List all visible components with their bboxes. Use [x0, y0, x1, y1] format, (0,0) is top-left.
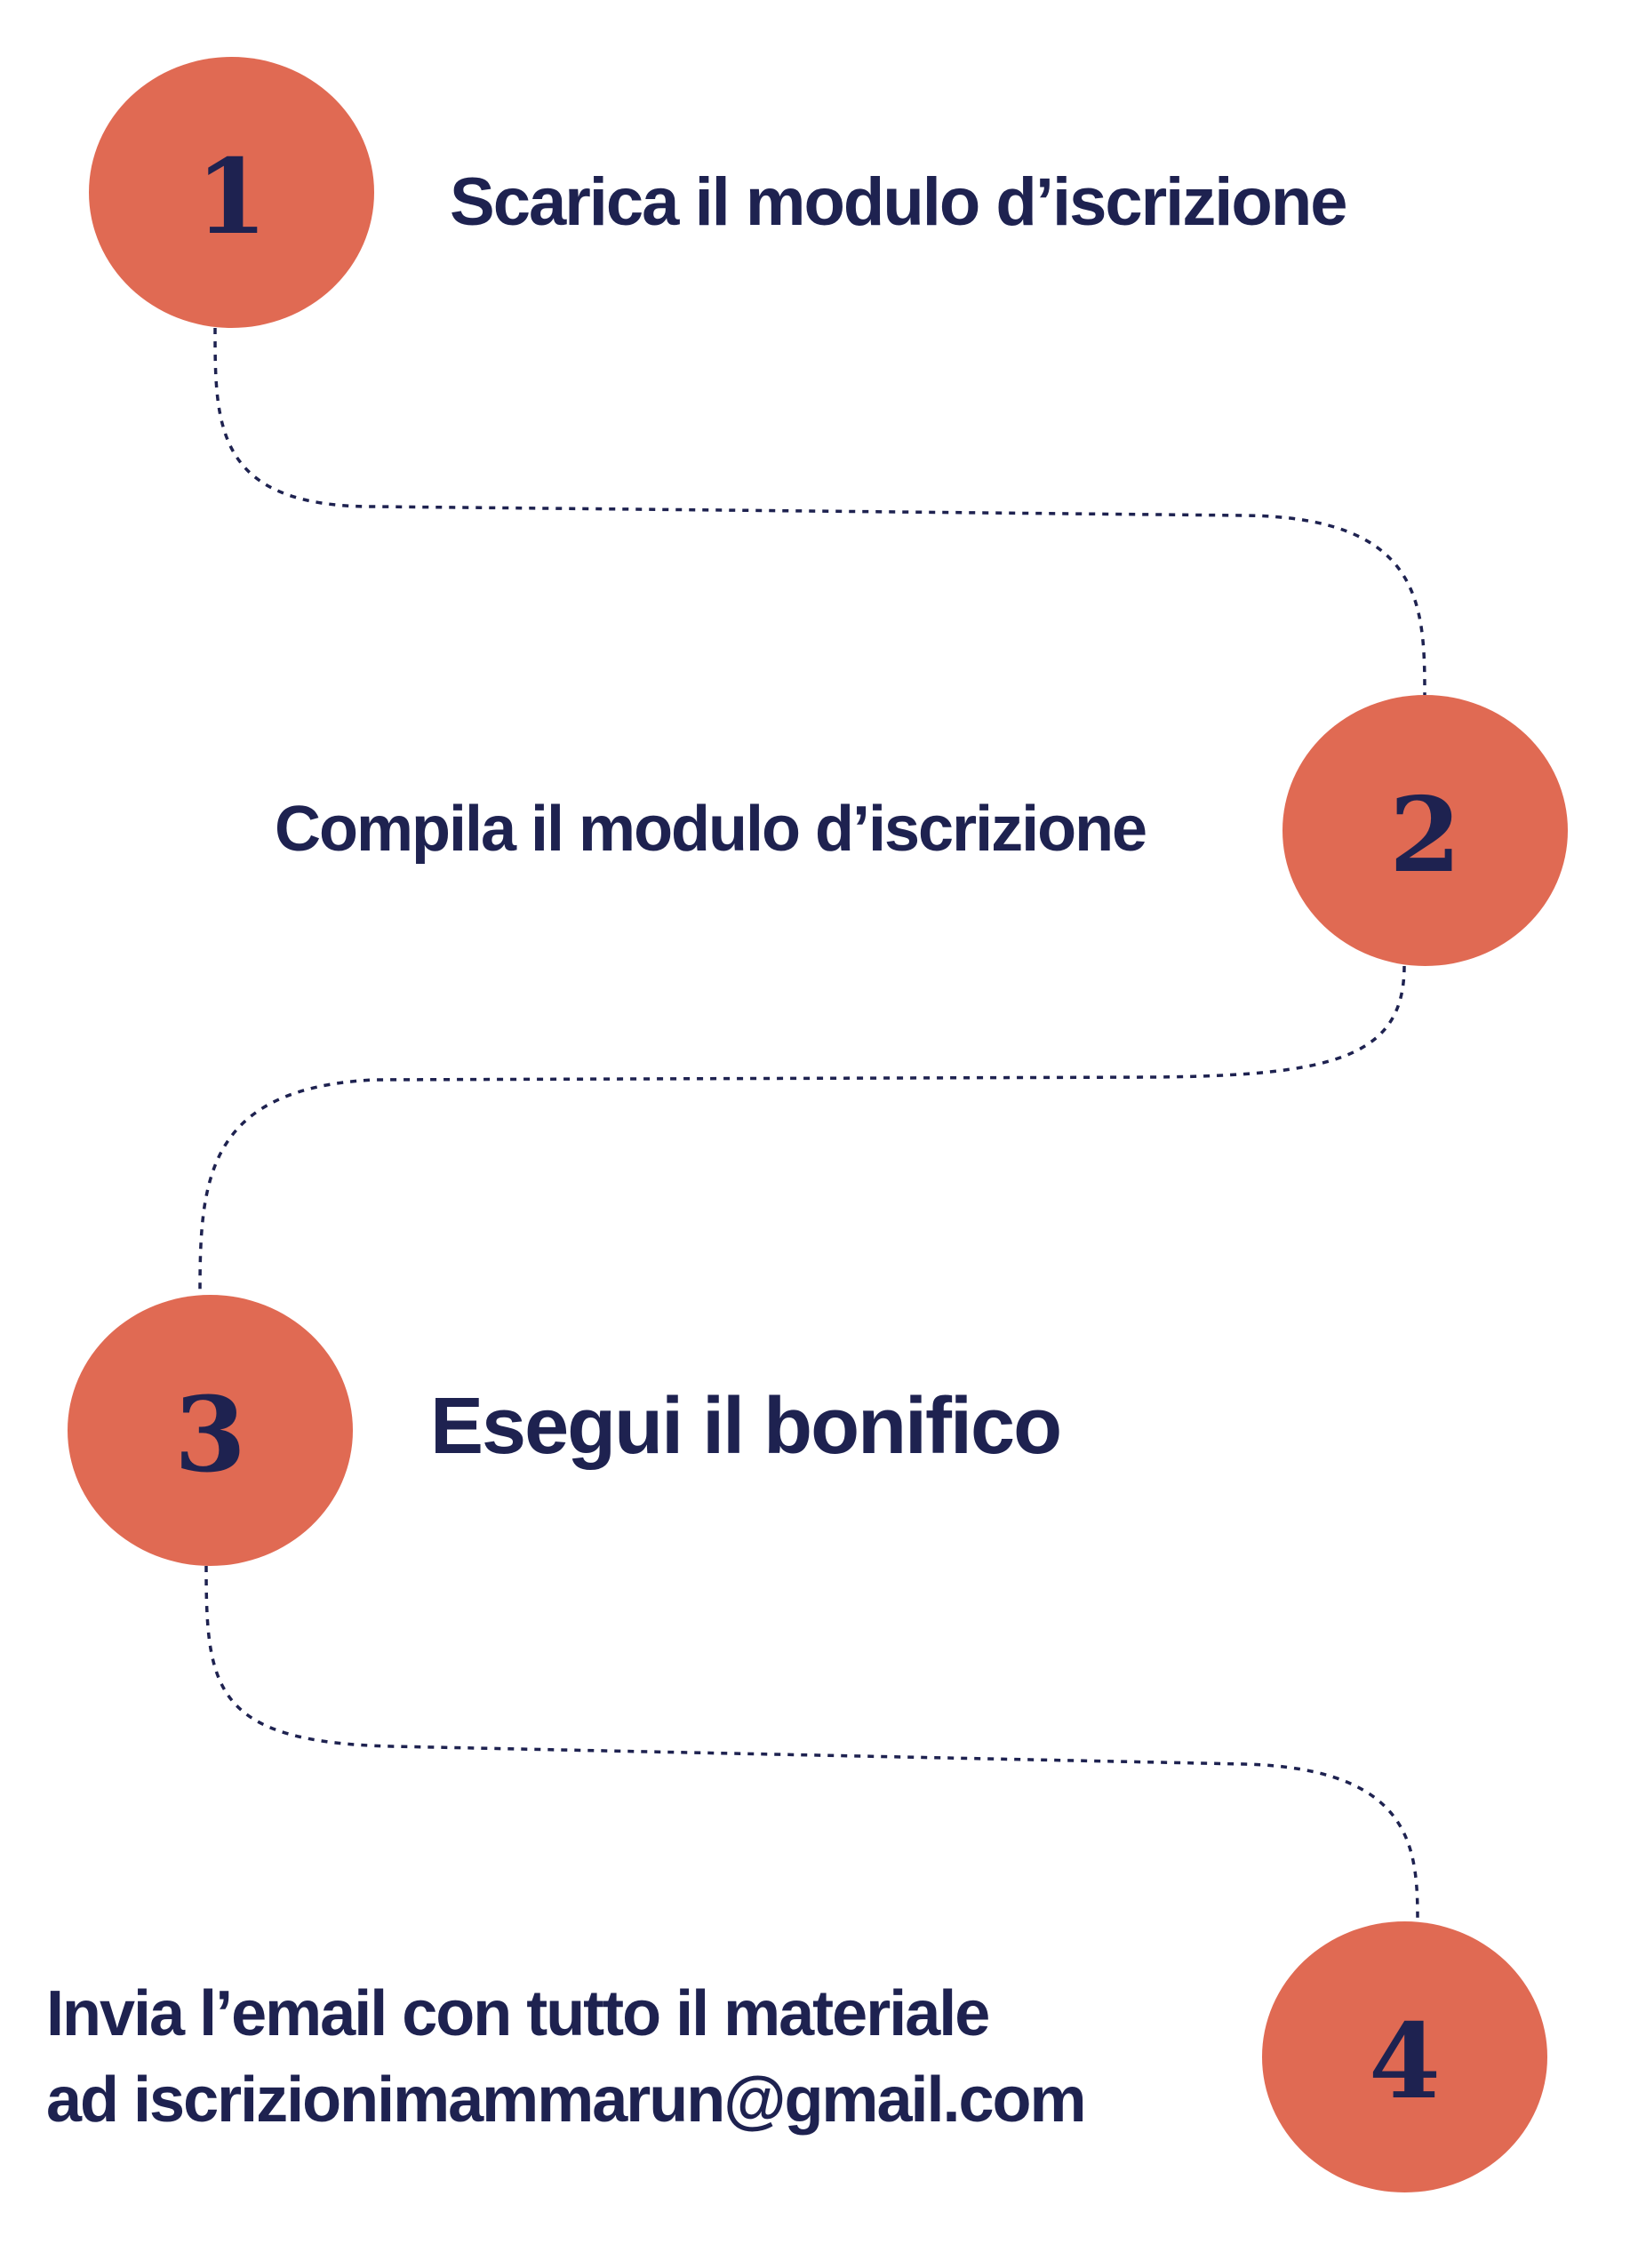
step-3-label: Esegui il bonifico: [430, 1382, 1062, 1471]
step-4-circle: 4: [1262, 1921, 1547, 2192]
step-3-number: 3: [174, 1374, 246, 1496]
step-3-circle: 3: [68, 1295, 353, 1566]
step-4-label-line-2: ad iscrizionimammarun@gmail.com: [46, 2064, 1087, 2136]
connector-3-4: [204, 1565, 1419, 1922]
step-4-number: 4: [1369, 2000, 1441, 2122]
step-4-label: Invia l’email con tutto il materiale ad …: [46, 1978, 1087, 2154]
connector-2-3: [198, 965, 1406, 1296]
step-1-label: Scarica il modulo d’iscrizione: [450, 164, 1348, 240]
step-4-label-line-1: Invia l’email con tutto il materiale: [46, 1978, 990, 2049]
step-2-number: 2: [1389, 774, 1461, 896]
step-2-label: Compila il modulo d’iscrizione: [275, 794, 1147, 865]
step-1-label-line: Scarica il modulo d’iscrizione: [450, 164, 1348, 240]
step-1-number: 1: [196, 136, 268, 258]
step-2-label-line: Compila il modulo d’iscrizione: [275, 794, 1147, 865]
step-1-circle: 1: [89, 57, 374, 328]
step-3-label-line: Esegui il bonifico: [430, 1382, 1062, 1471]
connector-1-2: [213, 327, 1426, 696]
step-2-circle: 2: [1282, 695, 1568, 966]
